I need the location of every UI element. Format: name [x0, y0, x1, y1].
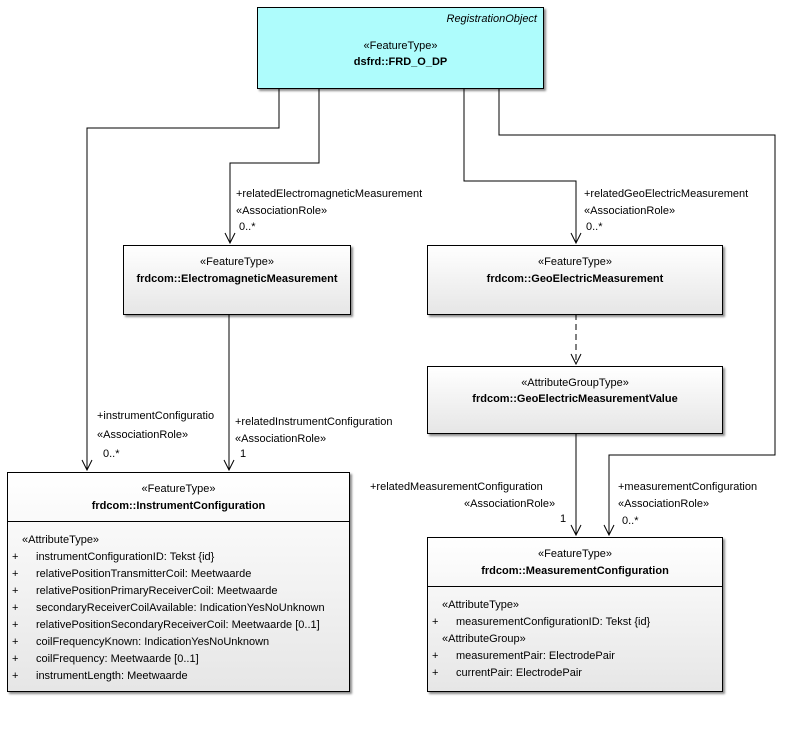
- registration-stereotype: «FeatureType»: [363, 40, 438, 52]
- instrument-config-divider: [8, 521, 349, 522]
- measurement-config-name: frdcom::MeasurementConfiguration: [481, 565, 669, 577]
- registration-italic-name: RegistrationObject: [446, 13, 538, 25]
- geoelectric-name: frdcom::GeoElectricMeasurement: [486, 273, 664, 285]
- ric-stereotype-label: «AssociationRole»: [235, 433, 327, 445]
- attribute-row: +instrumentLength: Meetwaarde: [12, 670, 188, 682]
- instrument-config-attr-stereotype: «AttributeType»: [22, 534, 100, 546]
- measurement-config-group-stereotype: «AttributeGroup»: [442, 633, 526, 645]
- electromagnetic-stereotype: «FeatureType»: [200, 256, 274, 268]
- ic-multiplicity-label: 0..*: [103, 448, 120, 460]
- attribute-row: +measurementConfigurationID: Tekst {id}: [432, 616, 651, 628]
- attribute-row: +measurementPair: ElectrodePair: [432, 650, 615, 662]
- geoelectric-value-name: frdcom::GeoElectricMeasurementValue: [472, 393, 678, 405]
- attribute-row: +relativePositionTransmitterCoil: Meetwa…: [12, 568, 252, 580]
- line-registration-to-geoelectric: [463, 88, 576, 243]
- measurement-config-stereotype: «FeatureType»: [538, 548, 612, 560]
- em-multiplicity-label: 0..*: [239, 221, 256, 233]
- instrument-config-stereotype: «FeatureType»: [141, 483, 216, 495]
- attribute-row: +instrumentConfigurationID: Tekst {id}: [12, 551, 215, 563]
- measurement-config-attr-stereotype: «AttributeType»: [442, 599, 520, 611]
- mc-stereotype-label: «AssociationRole»: [618, 498, 710, 510]
- ge-multiplicity-label: 0..*: [586, 221, 603, 233]
- attribute-row: +relativePositionPrimaryReceiverCoil: Me…: [12, 585, 278, 597]
- class-registration-object[interactable]: RegistrationObject «FeatureType» dsfrd::…: [257, 7, 544, 89]
- ge-stereotype-label: «AssociationRole»: [584, 205, 676, 217]
- rmc-multiplicity-label: 1: [560, 513, 567, 525]
- attribute-row: +coilFrequency: Meetwaarde [0..1]: [12, 653, 199, 665]
- line-registration-to-electromagnetic: [230, 88, 320, 243]
- ric-role-label: +relatedInstrumentConfiguration: [235, 416, 393, 428]
- electromagnetic-name: frdcom::ElectromagneticMeasurement: [136, 273, 338, 285]
- measurement-config-divider: [428, 586, 722, 587]
- geoelectric-stereotype: «FeatureType»: [538, 256, 612, 268]
- em-role-label: +relatedElectromagneticMeasurement: [236, 188, 423, 200]
- attribute-row: +coilFrequencyKnown: IndicationYesNoUnkn…: [12, 636, 270, 648]
- class-measurement-configuration[interactable]: «FeatureType» frdcom::MeasurementConfigu…: [427, 537, 723, 692]
- instrument-config-name: frdcom::InstrumentConfiguration: [91, 500, 266, 512]
- class-geoelectric-measurement[interactable]: «FeatureType» frdcom::GeoElectricMeasure…: [427, 245, 723, 315]
- class-instrument-configuration[interactable]: «FeatureType» frdcom::InstrumentConfigur…: [7, 472, 350, 692]
- instrument-config-attributes: «AttributeType» +instrumentConfiguration…: [8, 532, 349, 685]
- rmc-role-label: +relatedMeasurementConfiguration: [370, 481, 543, 493]
- attribute-row: +secondaryReceiverCoilAvailable: Indicat…: [12, 602, 325, 614]
- em-stereotype-label: «AssociationRole»: [236, 205, 328, 217]
- attribute-row: +currentPair: ElectrodePair: [432, 667, 582, 679]
- mc-multiplicity-label: 0..*: [622, 515, 639, 527]
- attribute-row: +relativePositionSecondaryReceiverCoil: …: [12, 619, 320, 631]
- ge-role-label: +relatedGeoElectricMeasurement: [584, 188, 749, 200]
- rmc-stereotype-label: «AssociationRole»: [464, 498, 556, 510]
- measurement-config-attributes: «AttributeType» +measurementConfiguratio…: [428, 597, 722, 682]
- mc-role-label: +measurementConfiguration: [618, 481, 758, 493]
- ic-stereotype-label: «AssociationRole»: [97, 429, 189, 441]
- class-electromagnetic-measurement[interactable]: «FeatureType» frdcom::ElectromagneticMea…: [123, 245, 351, 315]
- ic-role-label: +instrumentConfiguratio: [97, 410, 215, 422]
- line-registration-to-measurement-config: [498, 88, 776, 535]
- registration-name: dsfrd::FRD_O_DP: [353, 56, 448, 68]
- class-geoelectric-measurement-value[interactable]: «AttributeGroupType» frdcom::GeoElectric…: [427, 366, 723, 434]
- geoelectric-value-stereotype: «AttributeGroupType»: [521, 377, 629, 389]
- ric-multiplicity-label: 1: [240, 448, 247, 460]
- line-registration-to-instrument-config: [87, 88, 280, 470]
